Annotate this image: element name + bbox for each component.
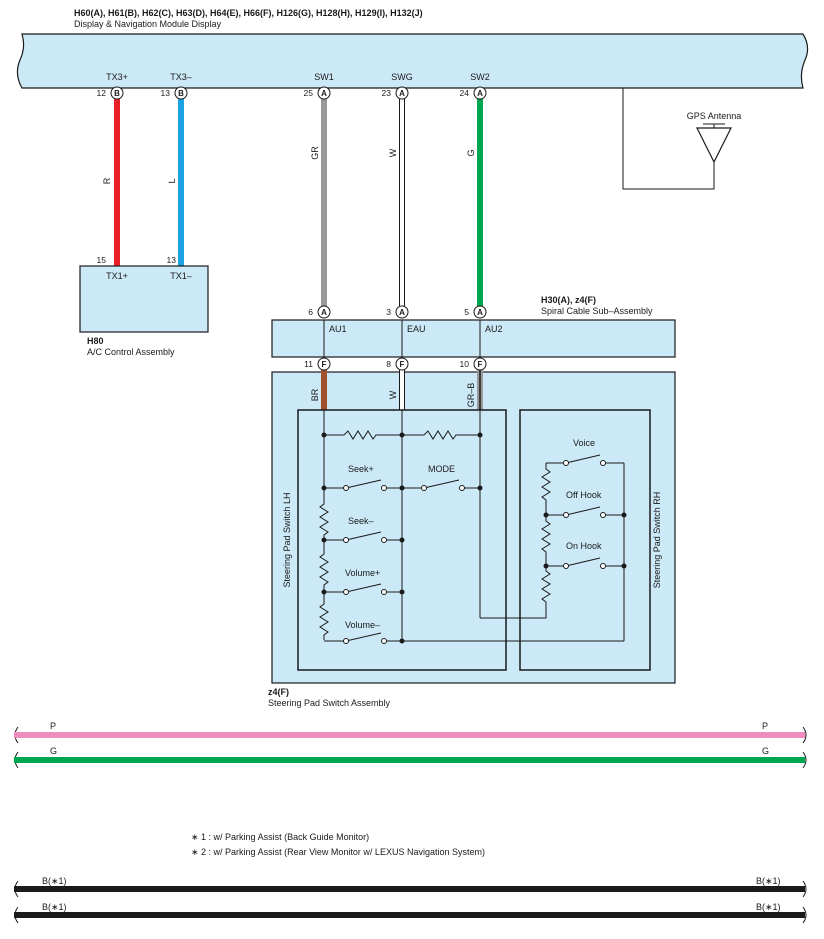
ac-control-code: H80: [87, 336, 104, 346]
switch-volume-minus: Volume–: [345, 620, 380, 630]
svg-text:B: B: [178, 89, 184, 98]
ac-control-body: [79, 265, 209, 333]
terminal-sw2: SW2: [470, 72, 490, 82]
ac-pin-13: 13: [167, 255, 177, 265]
terminal-tx3-plus: TX3+: [106, 72, 128, 82]
steering-pad-body: [271, 371, 676, 684]
terminal-au2: AU2: [485, 324, 503, 334]
gps-antenna-icon: [622, 88, 732, 190]
switch-voice: Voice: [573, 438, 595, 448]
pin-24-a: A 24: [460, 86, 487, 100]
switch-seek-minus: Seek–: [348, 516, 374, 526]
note-2: ∗ 2 : w/ Parking Assist (Rear View Monit…: [191, 847, 485, 857]
wire-label-g: G: [466, 149, 476, 156]
terminal-tx1-plus: TX1+: [106, 271, 128, 281]
spiral-cable-body: [271, 319, 676, 358]
wire-label-r: R: [102, 177, 112, 184]
bus-p-label-left: P: [50, 721, 56, 731]
pin-11-f: F 11: [304, 357, 331, 371]
display-module-codes: H60(A), H61(B), H62(C), H63(D), H64(E), …: [74, 8, 423, 18]
ground-2-label-right: B(∗1): [756, 902, 781, 912]
svg-text:13: 13: [161, 88, 171, 98]
switch-rh-title: Steering Pad Switch RH: [652, 492, 662, 589]
switch-off-hook: Off Hook: [566, 490, 602, 500]
ground-2-label-left: B(∗1): [42, 902, 67, 912]
bus-g-label-left: G: [50, 746, 57, 756]
ground-1-label-left: B(∗1): [42, 876, 67, 886]
svg-text:F: F: [400, 360, 405, 369]
spiral-cable-name: Spiral Cable Sub–Assembly: [541, 306, 653, 316]
svg-text:24: 24: [460, 88, 470, 98]
terminal-tx1-minus: TX1–: [170, 271, 192, 281]
steering-pad-name: Steering Pad Switch Assembly: [268, 698, 391, 708]
pin-5-a: A 5: [464, 305, 487, 319]
ac-pin-15: 15: [97, 255, 107, 265]
svg-text:A: A: [477, 89, 483, 98]
svg-text:A: A: [399, 308, 405, 317]
wire-label-gr: GR: [310, 146, 320, 160]
display-module-body: [16, 33, 809, 89]
wire-label-br: BR: [310, 388, 320, 401]
terminal-sw1: SW1: [314, 72, 334, 82]
pin-3-a: A 3: [386, 305, 409, 319]
svg-text:F: F: [322, 360, 327, 369]
terminal-swg: SWG: [391, 72, 413, 82]
svg-text:11: 11: [304, 359, 313, 369]
ground-line-2: [14, 906, 807, 924]
ac-control-name: A/C Control Assembly: [87, 347, 175, 357]
switch-rh-box: [519, 409, 651, 671]
svg-text:A: A: [321, 308, 327, 317]
gps-antenna-label: GPS Antenna: [687, 111, 742, 121]
svg-text:8: 8: [386, 359, 391, 369]
pin-6-a: A 6: [308, 305, 331, 319]
bus-line-g: [14, 751, 807, 769]
ground-1-label-right: B(∗1): [756, 876, 781, 886]
terminal-au1: AU1: [329, 324, 347, 334]
svg-text:B: B: [114, 89, 120, 98]
bus-g-label-right: G: [762, 746, 769, 756]
svg-text:12: 12: [97, 88, 107, 98]
svg-text:25: 25: [304, 88, 314, 98]
wire-label-w2: W: [388, 390, 398, 399]
switch-lh-circuit: [319, 410, 624, 644]
svg-text:23: 23: [382, 88, 392, 98]
pin-25-a: A 25: [304, 86, 331, 100]
ground-line-1: [14, 880, 807, 898]
svg-text:5: 5: [464, 307, 469, 317]
steering-pad-code: z4(F): [268, 687, 289, 697]
display-module-name: Display & Navigation Module Display: [74, 19, 222, 29]
terminal-tx3-minus: TX3–: [170, 72, 192, 82]
switch-on-hook: On Hook: [566, 541, 602, 551]
bus-line-p: [14, 726, 807, 744]
pin-13-b: B 13: [161, 86, 188, 100]
bus-p-label-right: P: [762, 721, 768, 731]
terminal-eau: EAU: [407, 324, 426, 334]
switch-seek-plus: Seek+: [348, 464, 374, 474]
switch-volume-plus: Volume+: [345, 568, 380, 578]
svg-text:A: A: [477, 308, 483, 317]
svg-text:3: 3: [386, 307, 391, 317]
pin-23-a: A 23: [382, 86, 409, 100]
wire-label-gr-b: GR–B: [466, 383, 476, 408]
svg-text:F: F: [478, 360, 483, 369]
svg-text:6: 6: [308, 307, 313, 317]
note-1: ∗ 1 : w/ Parking Assist (Back Guide Moni…: [191, 832, 369, 842]
switch-rh-circuit: [480, 454, 627, 641]
pin-12-b: B 12: [97, 86, 124, 100]
switch-lh-title: Steering Pad Switch LH: [282, 492, 292, 587]
switch-mode: MODE: [428, 464, 455, 474]
pin-10-f: F 10: [460, 357, 487, 371]
wire-label-w: W: [388, 148, 398, 157]
svg-text:10: 10: [460, 359, 470, 369]
wire-label-l: L: [167, 178, 177, 183]
svg-text:A: A: [321, 89, 327, 98]
spiral-cable-code: H30(A), z4(F): [541, 295, 596, 305]
pin-8-f: F 8: [386, 357, 409, 371]
svg-text:A: A: [399, 89, 405, 98]
